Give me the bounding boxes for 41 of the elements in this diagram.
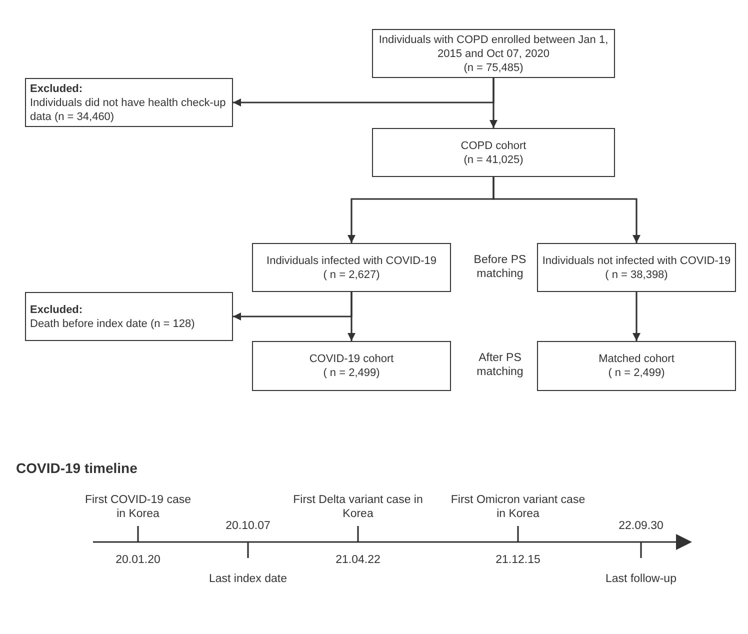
date-label: 21.12.15 xyxy=(494,553,542,567)
event-label: First COVID-19 case in Korea xyxy=(84,493,192,521)
date-label: 20.01.20 xyxy=(114,553,162,567)
stage-label: After PS matching xyxy=(476,351,524,379)
process-box xyxy=(537,341,736,391)
box-text: ( n = 2,499) xyxy=(608,366,665,380)
process-box xyxy=(252,243,451,292)
date-label: 20.10.07 xyxy=(224,519,272,533)
section-title: COVID-19 timeline xyxy=(16,459,138,477)
event-label: Last follow-up xyxy=(604,572,678,586)
box-text: (n = 75,485) xyxy=(464,60,524,74)
process-box xyxy=(372,29,615,78)
event-label: First Omicron variant case in Korea xyxy=(450,493,586,521)
box-text: Individuals did not have health check-up data (n = 34,460) xyxy=(30,96,227,124)
event-label: Last index date xyxy=(208,572,288,586)
box-text: COPD cohort xyxy=(460,138,526,152)
date-label: 21.04.22 xyxy=(334,553,382,567)
box-text: Death before index date (n = 128) xyxy=(30,316,196,330)
date-label: 22.09.30 xyxy=(618,519,664,533)
box-text: ( n = 2,499) xyxy=(323,366,380,380)
heading-text: Excluded: xyxy=(30,82,84,96)
arrow xyxy=(632,292,640,341)
process-box xyxy=(252,341,451,391)
box-text: COVID-19 cohort xyxy=(309,352,394,366)
box-text: ( n = 38,398) xyxy=(605,268,668,282)
event-label: First Delta variant case in Korea xyxy=(292,493,424,521)
arrow xyxy=(233,78,494,106)
heading-text: Excluded: xyxy=(30,302,84,316)
box-text: Individuals with COPD enrolled between Jan 1, 2015 and Oct 07, 2020 xyxy=(378,32,610,60)
arrow xyxy=(233,292,352,320)
exclusion-box xyxy=(25,78,233,127)
process-box xyxy=(372,128,615,177)
process-box xyxy=(537,243,736,292)
arrow xyxy=(492,177,640,243)
box-text: Matched cohort xyxy=(598,352,674,366)
box-text: Individuals infected with COVID-19 xyxy=(266,254,436,268)
box-text: ( n = 2,627) xyxy=(323,268,380,282)
exclusion-box xyxy=(25,292,233,341)
stage-label: Before PS matching xyxy=(472,253,528,281)
box-text: (n = 41,025) xyxy=(464,152,524,166)
box-text: Individuals not infected with COVID-19 xyxy=(542,254,731,268)
